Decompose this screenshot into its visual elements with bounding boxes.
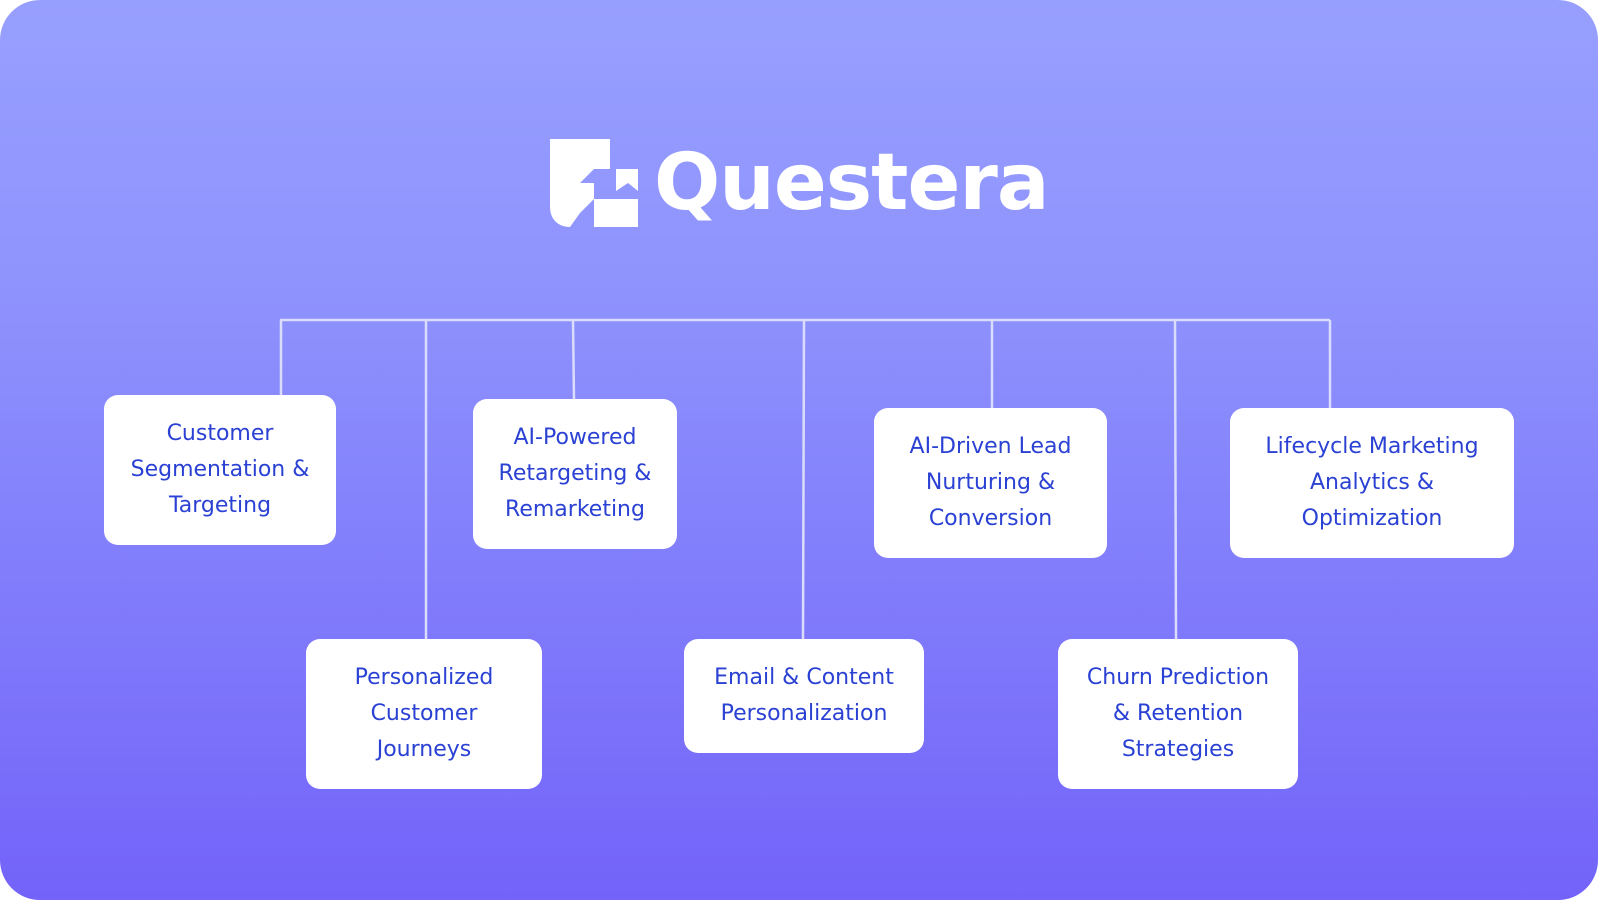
connector-email-content bbox=[801, 319, 806, 641]
questera-logo-icon bbox=[550, 139, 638, 227]
node-email-content: Email & Content Personalization bbox=[684, 639, 924, 753]
node-ai-retargeting: AI-Powered Retargeting & Remarketing bbox=[473, 399, 677, 549]
node-label: Lifecycle Marketing Analytics & Optimiza… bbox=[1265, 434, 1479, 531]
node-customer-segmentation: Customer Segmentation & Targeting bbox=[104, 395, 336, 545]
node-lifecycle-analytics: Lifecycle Marketing Analytics & Optimiza… bbox=[1230, 408, 1514, 558]
brand-name: Questera bbox=[654, 138, 1049, 228]
connector-churn-prediction bbox=[1173, 319, 1178, 641]
node-label: AI-Driven Lead Nurturing & Conversion bbox=[909, 434, 1072, 531]
node-ai-lead-nurturing: AI-Driven Lead Nurturing & Conversion bbox=[874, 408, 1107, 558]
connector-ai-retargeting bbox=[571, 319, 576, 400]
node-label: Customer Segmentation & Targeting bbox=[130, 421, 310, 518]
node-personalized-journeys: Personalized Customer Journeys bbox=[306, 639, 542, 789]
node-label: AI-Powered Retargeting & Remarketing bbox=[498, 425, 652, 522]
node-label: Email & Content Personalization bbox=[714, 665, 894, 726]
node-label: Personalized Customer Journeys bbox=[354, 665, 494, 762]
node-label: Churn Prediction & Retention Strategies bbox=[1086, 665, 1270, 762]
brand-logo: Questera bbox=[550, 138, 1049, 228]
node-churn-prediction: Churn Prediction & Retention Strategies bbox=[1058, 639, 1298, 789]
